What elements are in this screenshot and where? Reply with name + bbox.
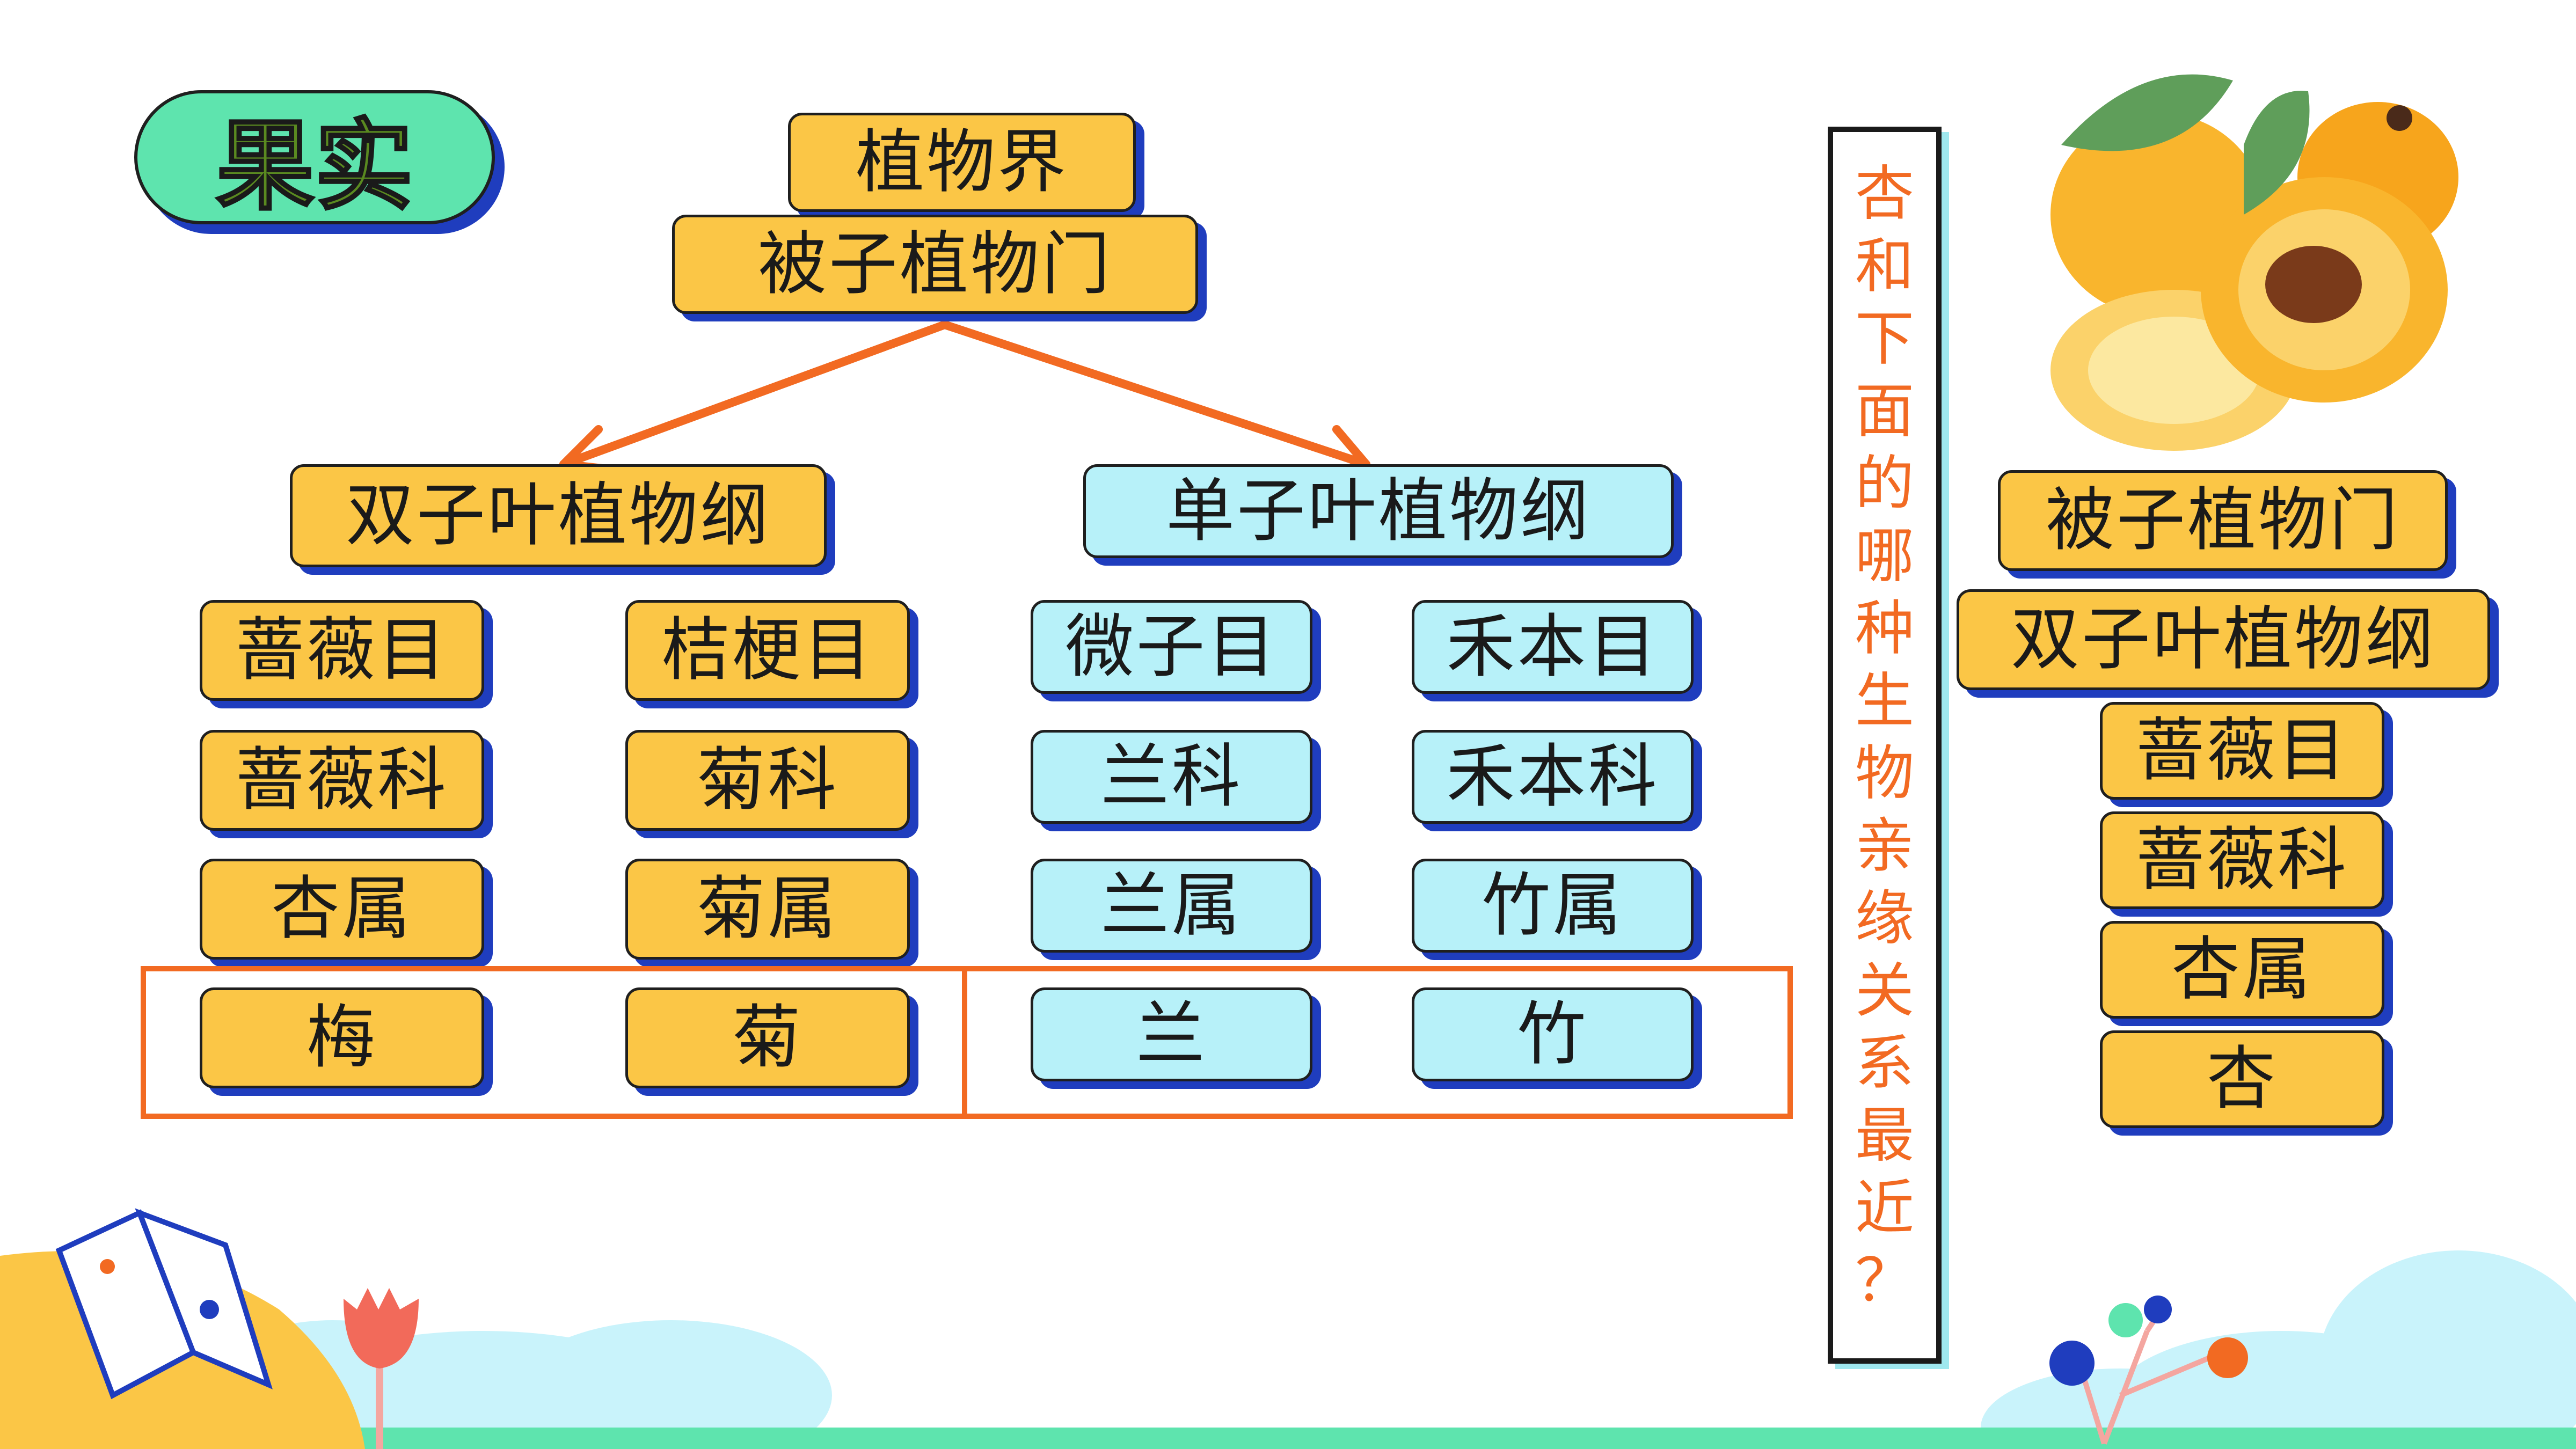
order-microspermae-box: 微子目 — [1031, 600, 1312, 694]
phylum-box: 被子植物门 — [672, 215, 1198, 314]
monocot-class-box: 单子叶植物纲 — [1083, 464, 1674, 558]
species-ju-box: 菊 — [625, 987, 910, 1088]
species-mei-box: 梅 — [200, 987, 484, 1088]
question-char: 最 — [1855, 1101, 1914, 1170]
question-char: 亲 — [1855, 811, 1914, 880]
genus-bamboo-box: 竹属 — [1412, 859, 1694, 953]
family-rosaceae-box: 蔷薇科 — [200, 730, 484, 831]
apricot-order-box: 蔷薇目 — [2100, 702, 2384, 800]
apricot-species-box: 杏 — [2100, 1030, 2384, 1128]
question-text: 杏和下面的哪种生物亲缘关系最近？ — [1833, 158, 1936, 1317]
genus-prunus-box: 杏属 — [200, 859, 484, 960]
order-rosales-box: 蔷薇目 — [200, 600, 484, 701]
question-char: 近 — [1855, 1174, 1914, 1242]
order-campanulales-box: 桔梗目 — [625, 600, 910, 701]
question-char: 关 — [1855, 956, 1914, 1025]
order-poales-box: 禾本目 — [1412, 600, 1694, 694]
book-illustration — [0, 1208, 365, 1449]
question-bar: 杏和下面的哪种生物亲缘关系最近？ — [1828, 127, 1942, 1364]
apricot-phylum-box: 被子植物门 — [1998, 470, 2448, 571]
tree-illustration — [2049, 1296, 2248, 1445]
flower-illustration — [344, 1288, 419, 1449]
family-asteraceae-box: 菊科 — [625, 730, 910, 831]
highlight-frame-monocot — [962, 966, 1793, 1119]
apricot-illustration — [2050, 74, 2458, 451]
question-char: 和 — [1855, 232, 1914, 301]
genus-chrysanthemum-box: 菊属 — [625, 859, 910, 960]
apricot-family-box: 蔷薇科 — [2100, 811, 2384, 909]
arrow-to-dicot — [559, 320, 949, 469]
question-char: 生 — [1855, 667, 1914, 735]
question-char: 的 — [1855, 449, 1914, 518]
question-char: 种 — [1855, 594, 1914, 663]
question-char: 缘 — [1855, 884, 1914, 953]
genus-orchid-box: 兰属 — [1031, 859, 1312, 953]
highlight-frame-dicot — [141, 966, 967, 1119]
family-orchidaceae-box: 兰科 — [1031, 730, 1312, 824]
question-char: 系 — [1855, 1029, 1914, 1097]
species-lan-box: 兰 — [1031, 987, 1312, 1081]
family-poaceae-box: 禾本科 — [1412, 730, 1694, 824]
title-badge: 果实 — [134, 90, 495, 225]
question-char: 物 — [1855, 739, 1914, 808]
apricot-genus-box: 杏属 — [2100, 921, 2384, 1019]
ground-strip — [0, 1428, 2576, 1449]
arrow-to-monocot — [940, 320, 1370, 469]
apricot-class-box: 双子叶植物纲 — [1957, 589, 2490, 690]
question-char: 哪 — [1855, 522, 1914, 590]
species-zhu-box: 竹 — [1412, 987, 1694, 1081]
dicot-class-box: 双子叶植物纲 — [290, 464, 827, 567]
question-char: 杏 — [1855, 159, 1914, 228]
question-char: ？ — [1855, 1246, 1914, 1315]
question-char: 面 — [1855, 377, 1914, 445]
kingdom-box: 植物界 — [788, 113, 1136, 212]
question-char: 下 — [1855, 304, 1914, 373]
